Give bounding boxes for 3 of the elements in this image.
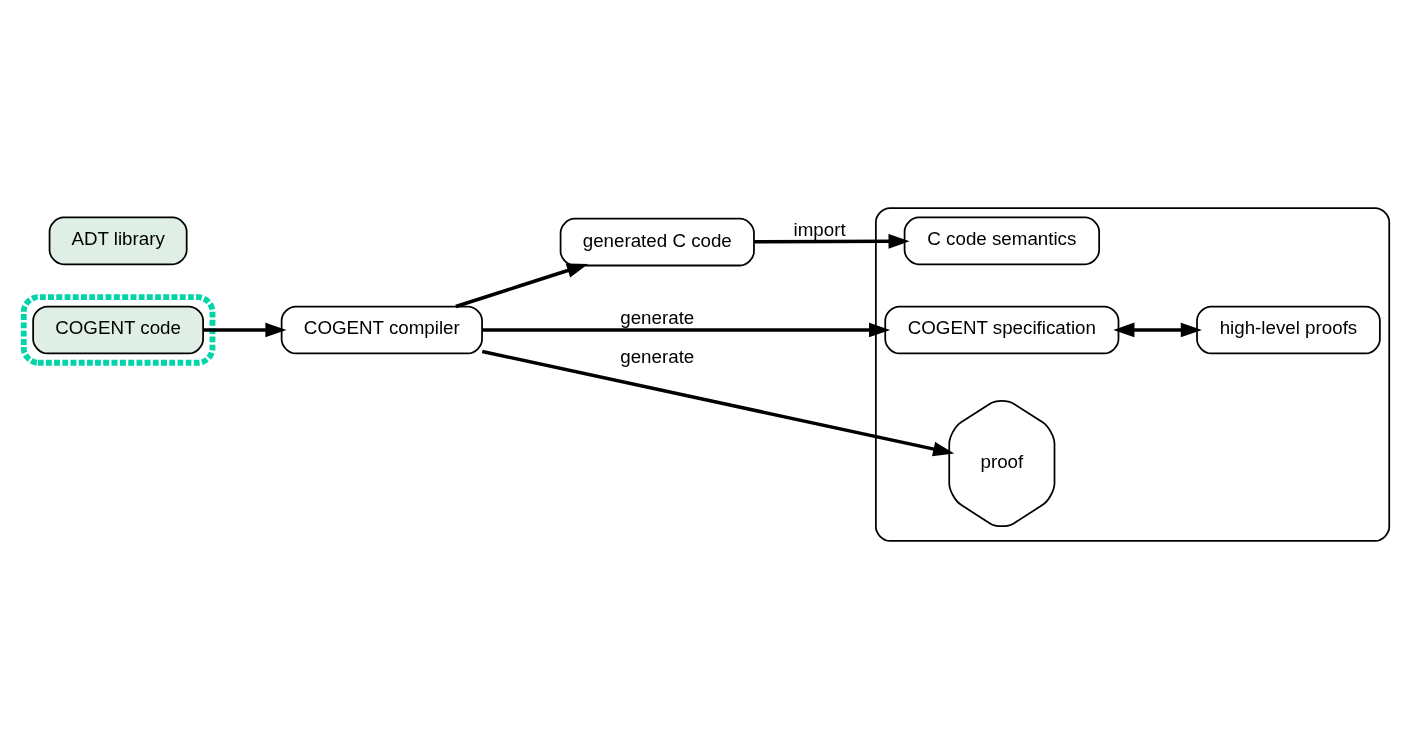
edge-label: generate — [620, 306, 695, 328]
edge-label: import — [793, 218, 846, 240]
edge-label: generate — [620, 345, 695, 367]
